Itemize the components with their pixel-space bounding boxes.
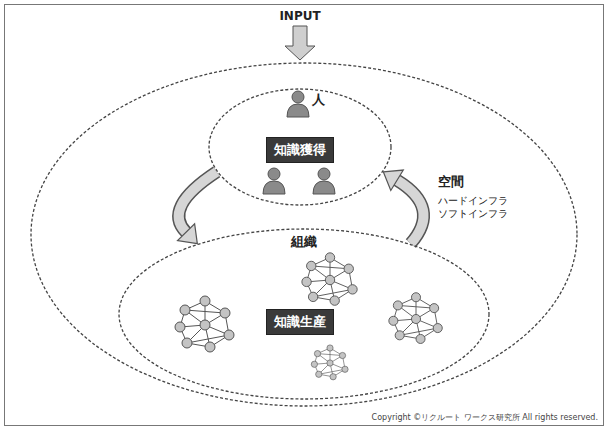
box-text: 知識獲得: [274, 141, 326, 159]
node-heading: 人: [312, 92, 325, 109]
input-arrow: [285, 26, 315, 60]
person-icon: [263, 168, 285, 194]
space-ellipse: 空間ハードインフラ ソフトインフラ 人知識獲得組織知識生産: [30, 62, 578, 407]
ellipse-outline: [209, 89, 391, 205]
person-icon: [287, 91, 309, 117]
copyright-note: Copyright ©リクルート ワークス研究所 All rights rese…: [372, 412, 598, 423]
arrow-body: [179, 172, 217, 232]
arrow-head: [178, 224, 198, 244]
curved-arrow: [383, 170, 423, 244]
organization-ellipse: 組織知識生産: [118, 228, 490, 400]
node-body: ハードインフラ ソフトインフラ: [438, 194, 508, 220]
network-cluster: [175, 296, 234, 352]
knowledge-box: 知識獲得: [266, 137, 334, 163]
people-ellipse: 人知識獲得: [208, 88, 392, 206]
arrow-head: [383, 170, 403, 190]
network-cluster: [302, 253, 357, 306]
network-cluster: [311, 345, 348, 380]
image-frame: [4, 4, 604, 426]
arrow-outline: [179, 172, 217, 232]
curved-arrow: [178, 172, 217, 244]
ellipse-outline: [119, 229, 489, 399]
box-text: 知識生産: [274, 313, 326, 331]
arrow-outline: [397, 180, 424, 243]
node-heading: 組織: [291, 234, 317, 251]
person-icon: [313, 168, 335, 194]
ellipse-outline: [31, 63, 577, 406]
network-cluster: [389, 293, 442, 344]
knowledge-box: 知識生産: [266, 309, 334, 335]
arrow-body: [397, 180, 424, 243]
input-label: INPUT: [279, 9, 320, 23]
node-heading: 空間: [438, 174, 464, 191]
